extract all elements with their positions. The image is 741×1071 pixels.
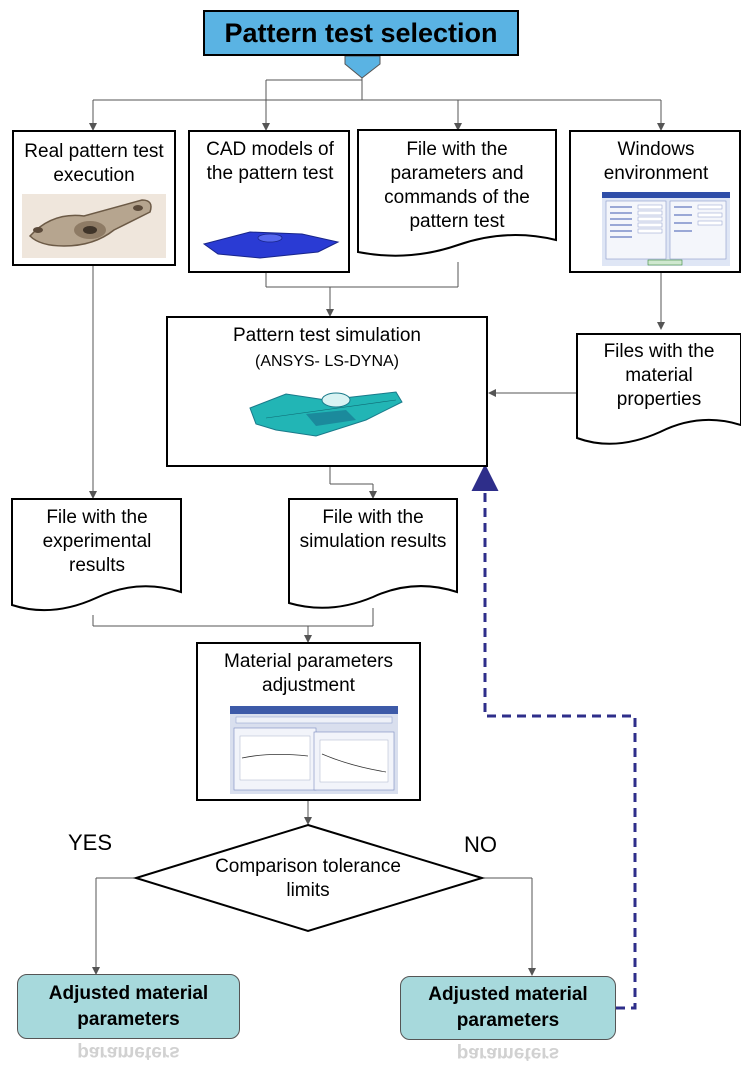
file-params-label: File with the parameters and commands of… (384, 139, 530, 232)
reflection-right: parameters (456, 1043, 560, 1064)
adjusted-params-left: Adjusted material parameters (17, 974, 240, 1039)
material-props-label: Files with the material properties (603, 341, 715, 410)
simresults-shape (288, 498, 458, 609)
real-pattern-box: Real pattern test execution (12, 130, 176, 266)
simulation-box: Pattern test simulation (ANSYS- LS-DYNA) (166, 316, 488, 467)
adjusted-params-left-label: Adjusted material parameters (48, 982, 209, 1030)
adjusted-params-right-label: Adjusted material parameters (428, 984, 588, 1031)
title-box: Pattern test selection (203, 10, 519, 56)
comparison-diamond (132, 823, 486, 933)
windows-env-label: Windows environment (603, 139, 709, 184)
experimental-shape (11, 498, 182, 612)
cad-models-label: CAD models of the pattern test (206, 139, 334, 184)
cad-model-image (198, 218, 342, 264)
title-down-arrow (344, 55, 381, 79)
adjustment-image (230, 706, 398, 794)
title-label: Pattern test selection (224, 17, 498, 48)
yes-label: YES (68, 830, 113, 855)
loop-back-dashed (471, 464, 637, 1010)
adjusted-params-right: Adjusted material parameters (400, 976, 616, 1040)
no-label: NO (464, 832, 497, 857)
windows-form-image (602, 192, 730, 266)
reflection-left: parameters (77, 1042, 180, 1063)
windows-env-box: Windows environment (569, 130, 741, 273)
simresults-label: File with the simulation results (299, 507, 447, 552)
file-params-shape (357, 129, 557, 257)
cad-models-box: CAD models of the pattern test (188, 130, 350, 273)
simulation-subtitle: (ANSYS- LS-DYNA) (254, 353, 400, 370)
real-pattern-label: Real pattern test execution (24, 141, 164, 186)
comparison-label: Comparison tolerance limits (215, 856, 401, 901)
experimental-label: File with the experimental results (42, 507, 152, 576)
adjustment-box: Material parameters adjustment (196, 642, 421, 801)
material-props-shape (576, 333, 741, 445)
real-part-image (22, 194, 166, 258)
simulation-image (246, 380, 406, 446)
adjustment-label: Material parameters adjustment (224, 651, 393, 696)
simulation-title: Pattern test simulation (233, 325, 421, 346)
